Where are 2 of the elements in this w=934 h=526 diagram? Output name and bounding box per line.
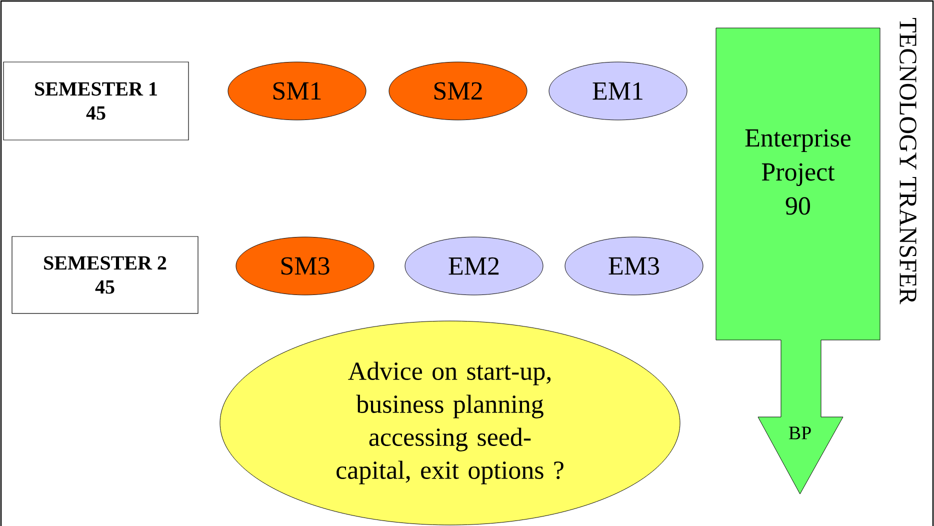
semester-box: SEMESTER 2 45 [12,236,198,314]
semester-box: SEMESTER 1 45 [3,62,189,140]
